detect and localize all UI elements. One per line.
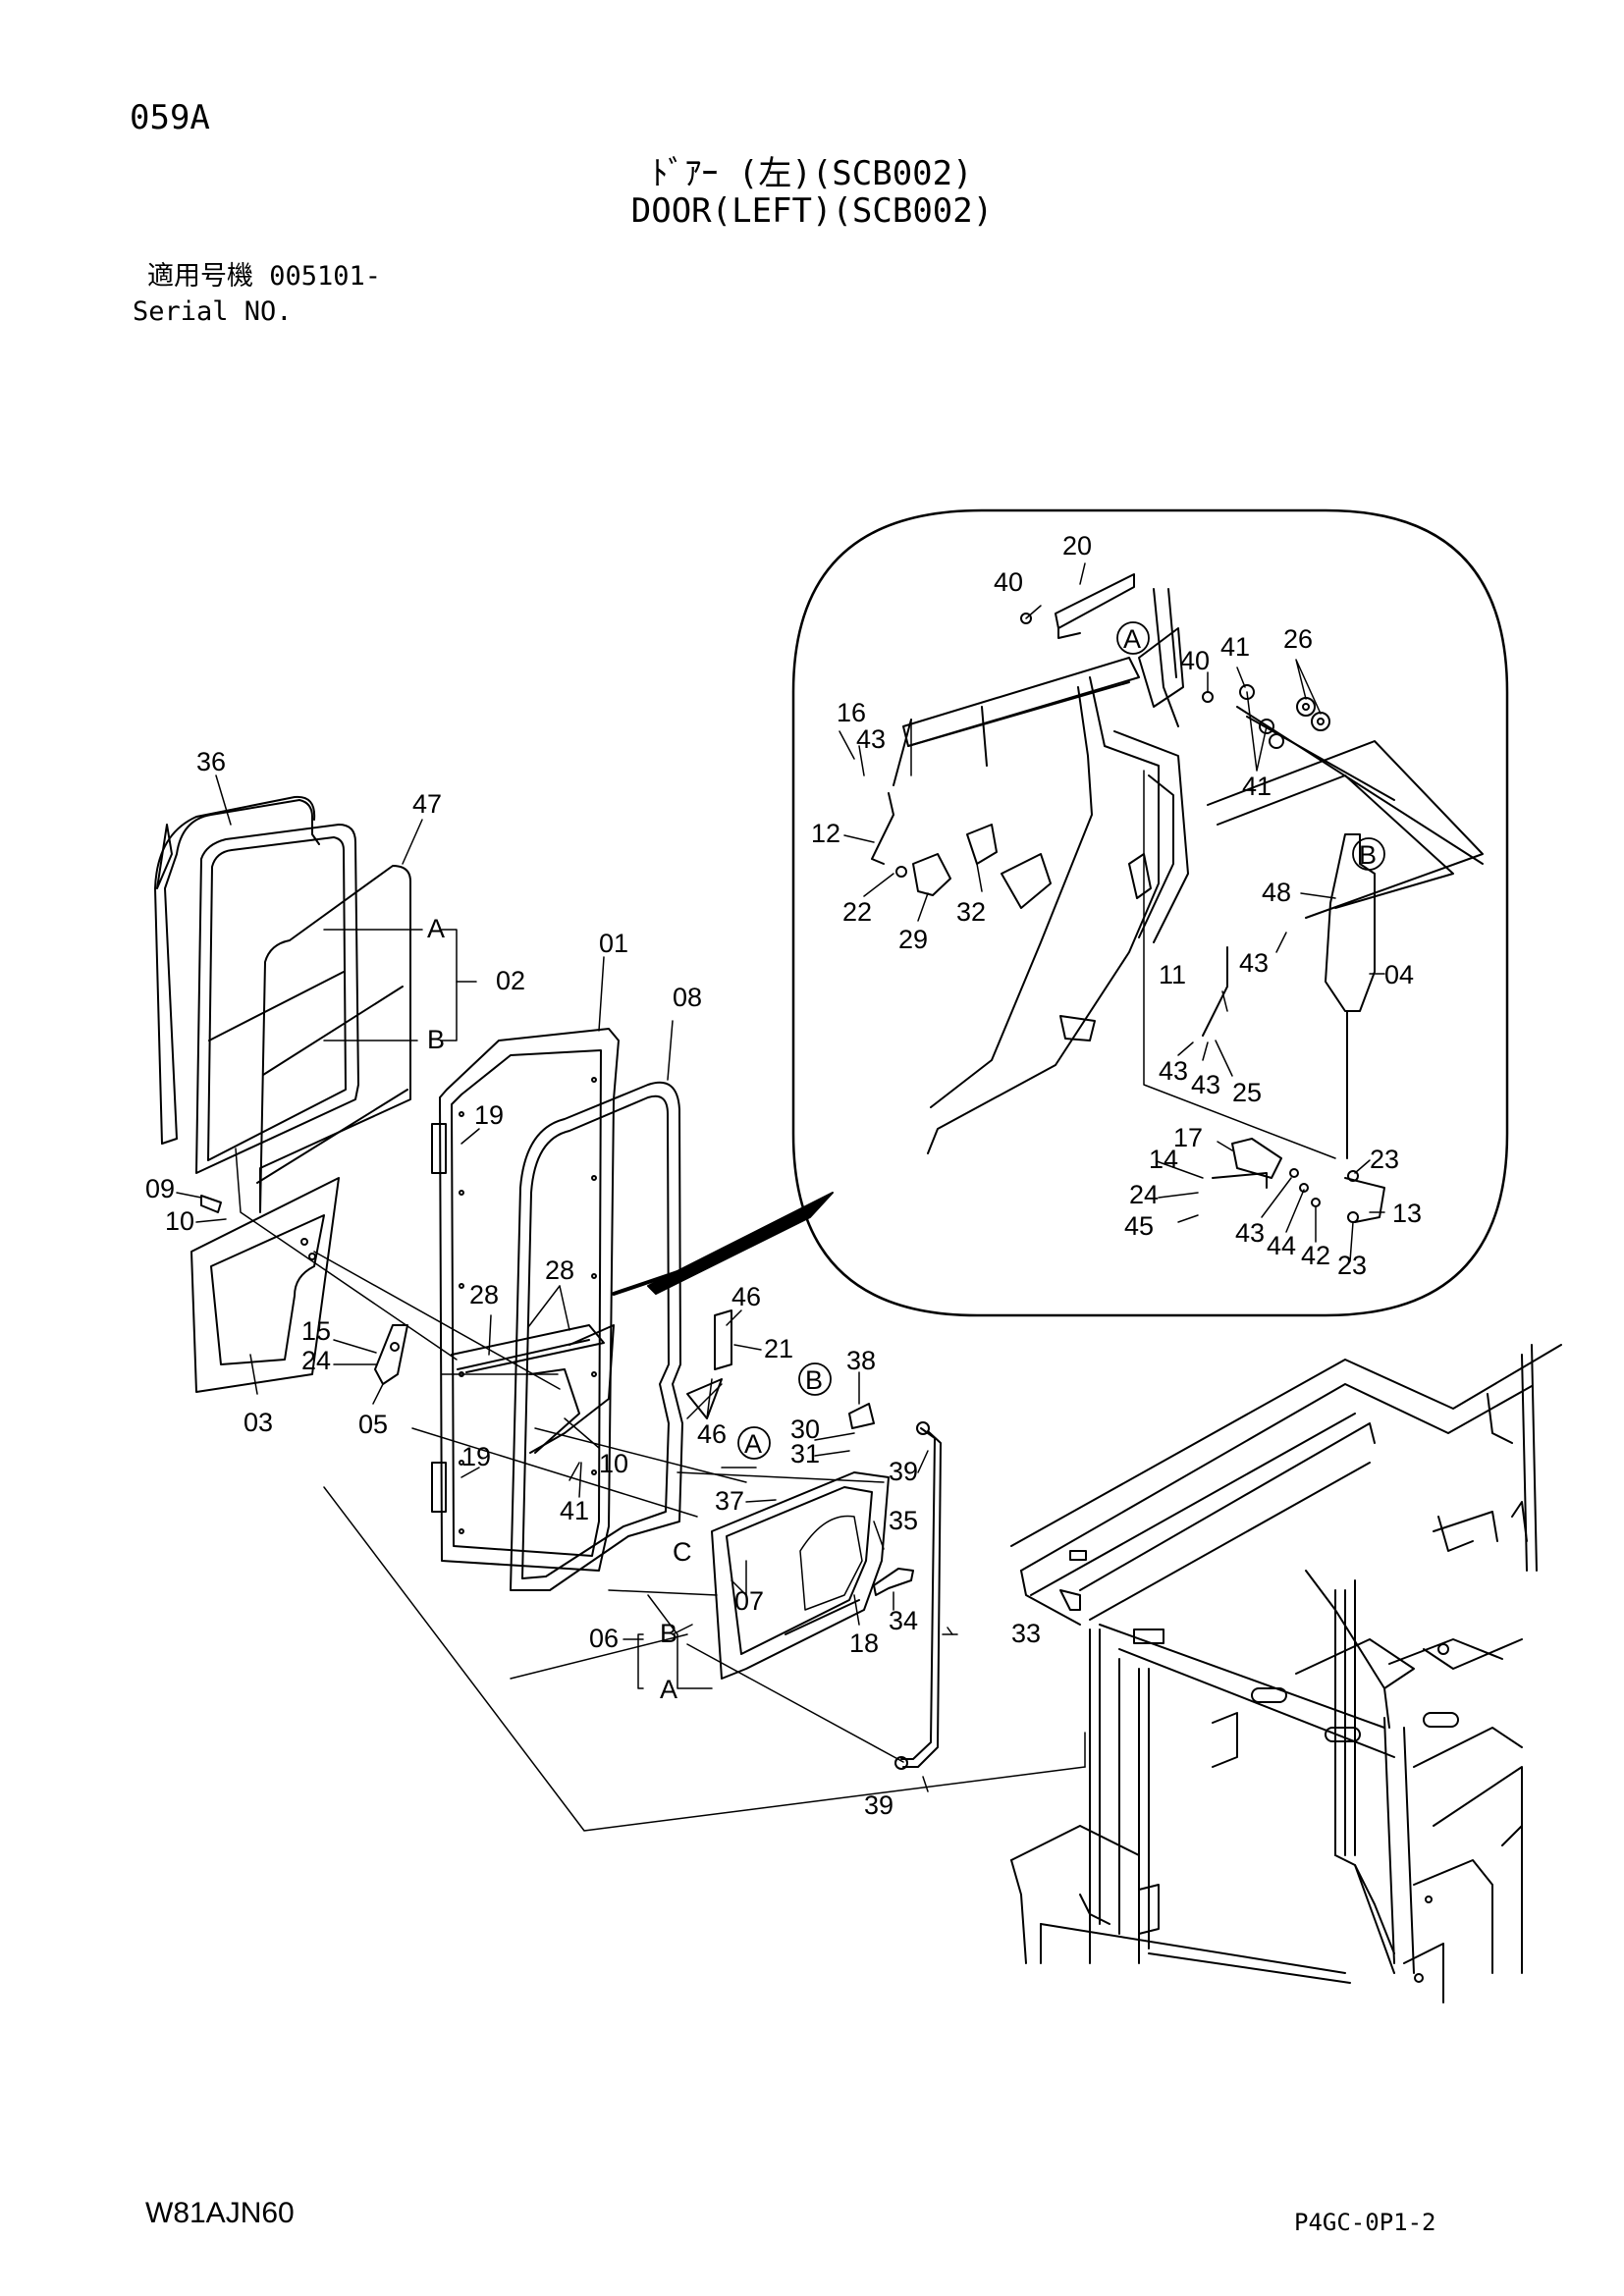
callout-07: 07 [734,1586,764,1616]
small-window-icon [190,1177,340,1393]
callout-02: 02 [496,966,525,995]
callout-10: 10 [165,1206,194,1236]
callout-22: 22 [842,897,872,927]
glass-pane-icon [256,865,411,1213]
title-english: DOOR(LEFT)(SCB002) [630,191,994,231]
ref-marker-a-circle [1116,621,1150,655]
title-japanese: ﾄﾞｱｰ (左)(SCB002) [651,154,973,193]
callout-24: 24 [1129,1180,1159,1209]
serial-label-english: Serial NO. [133,296,293,327]
callout-39: 39 [864,1790,893,1820]
callout-04: 04 [1384,960,1414,989]
callout-43: 43 [1239,948,1269,978]
callout-15: 15 [301,1316,331,1346]
detail-bubble-outline [791,508,1509,1317]
latch-icon [895,853,951,896]
callout-41: 41 [560,1496,589,1525]
callout-29: 29 [898,925,928,954]
callout-05: 05 [358,1410,388,1439]
hinge-icon [431,1123,447,1513]
callout-18: 18 [849,1629,879,1658]
callout-40: 40 [1180,646,1210,675]
callout-ref-a: A [744,1429,762,1459]
callout-42: 42 [1301,1241,1330,1270]
callout-32: 32 [956,897,986,927]
callout-39: 39 [889,1457,918,1486]
callout-40: 40 [994,567,1023,597]
callout-03: 03 [244,1408,273,1437]
callout-23: 23 [1370,1145,1399,1174]
bracket-icon [1055,573,1135,639]
callout-23: 23 [1337,1251,1367,1280]
callout-ref-a: A [660,1675,677,1704]
callout-14: 14 [1149,1145,1178,1174]
callout-16: 16 [837,698,866,727]
callout-33: 33 [1011,1619,1041,1648]
callout-24: 24 [301,1346,331,1375]
callout-46: 46 [731,1282,761,1311]
callout-43: 43 [1159,1056,1188,1086]
callout-31: 31 [790,1439,820,1468]
callout-46: 46 [697,1419,727,1449]
callout-34: 34 [889,1606,918,1635]
callout-ref-a: A [1123,624,1141,654]
callout-09: 09 [145,1174,175,1203]
callout-35: 35 [889,1506,918,1535]
callout-41: 41 [1220,632,1250,662]
callout-21: 21 [764,1334,793,1363]
callout-25: 25 [1232,1078,1262,1107]
callout-43: 43 [1191,1070,1220,1099]
callout-01: 01 [599,929,628,958]
detail-door-frame-icon [893,588,1484,1154]
callout-13: 13 [1392,1199,1422,1228]
rod-icon [894,1421,942,1770]
callout-20: 20 [1062,531,1092,561]
ref-marker-b-circle [798,1362,832,1396]
ref-marker-b-circle [1352,837,1385,871]
window-seal-icon [154,795,320,1145]
callout-38: 38 [846,1346,876,1375]
callout-30: 30 [790,1415,820,1444]
callout-28: 28 [545,1255,574,1285]
footer-code-right: P4GC-0P1-2 [1294,2209,1436,2236]
callout-11: 11 [1159,960,1186,989]
window-glass-icon [195,824,359,1174]
callout-47: 47 [412,789,442,819]
serial-label-japanese: 適用号機 005101- [147,261,382,292]
callout-26: 26 [1283,624,1313,654]
ref-marker-a-circle [737,1426,771,1460]
callout-ref-b: B [660,1619,677,1648]
door-seal-icon [510,1081,683,1591]
cab-frame-icon [1010,1344,1562,2003]
callout-ref-a: A [427,914,445,943]
callout-37: 37 [715,1486,744,1516]
callout-ref-c: C [673,1537,692,1567]
callout-41: 41 [1242,772,1272,801]
detail-leader-wedge [647,1192,834,1295]
callout-19: 19 [461,1442,491,1471]
callout-45: 45 [1124,1211,1154,1241]
footer-code-left: W81AJN60 [145,2197,295,2229]
callout-43: 43 [856,724,886,754]
callout-44: 44 [1267,1231,1296,1260]
callout-12: 12 [811,819,840,848]
lock-icon [1325,833,1376,1159]
door-handle-icon [374,1324,408,1385]
callout-19: 19 [474,1100,504,1130]
page-code: 059A [130,98,210,137]
callout-10: 10 [599,1449,628,1478]
callout-43: 43 [1235,1218,1265,1248]
callout-ref-b: B [805,1365,823,1395]
door-frame-icon [439,1028,620,1572]
callout-28: 28 [469,1280,499,1309]
callout-17: 17 [1173,1123,1203,1152]
callout-48: 48 [1262,878,1291,907]
callout-06: 06 [589,1624,619,1653]
callout-36: 36 [196,747,226,776]
callout-ref-b: B [1359,840,1377,870]
callout-08: 08 [673,983,702,1012]
callout-ref-b: B [427,1025,445,1054]
